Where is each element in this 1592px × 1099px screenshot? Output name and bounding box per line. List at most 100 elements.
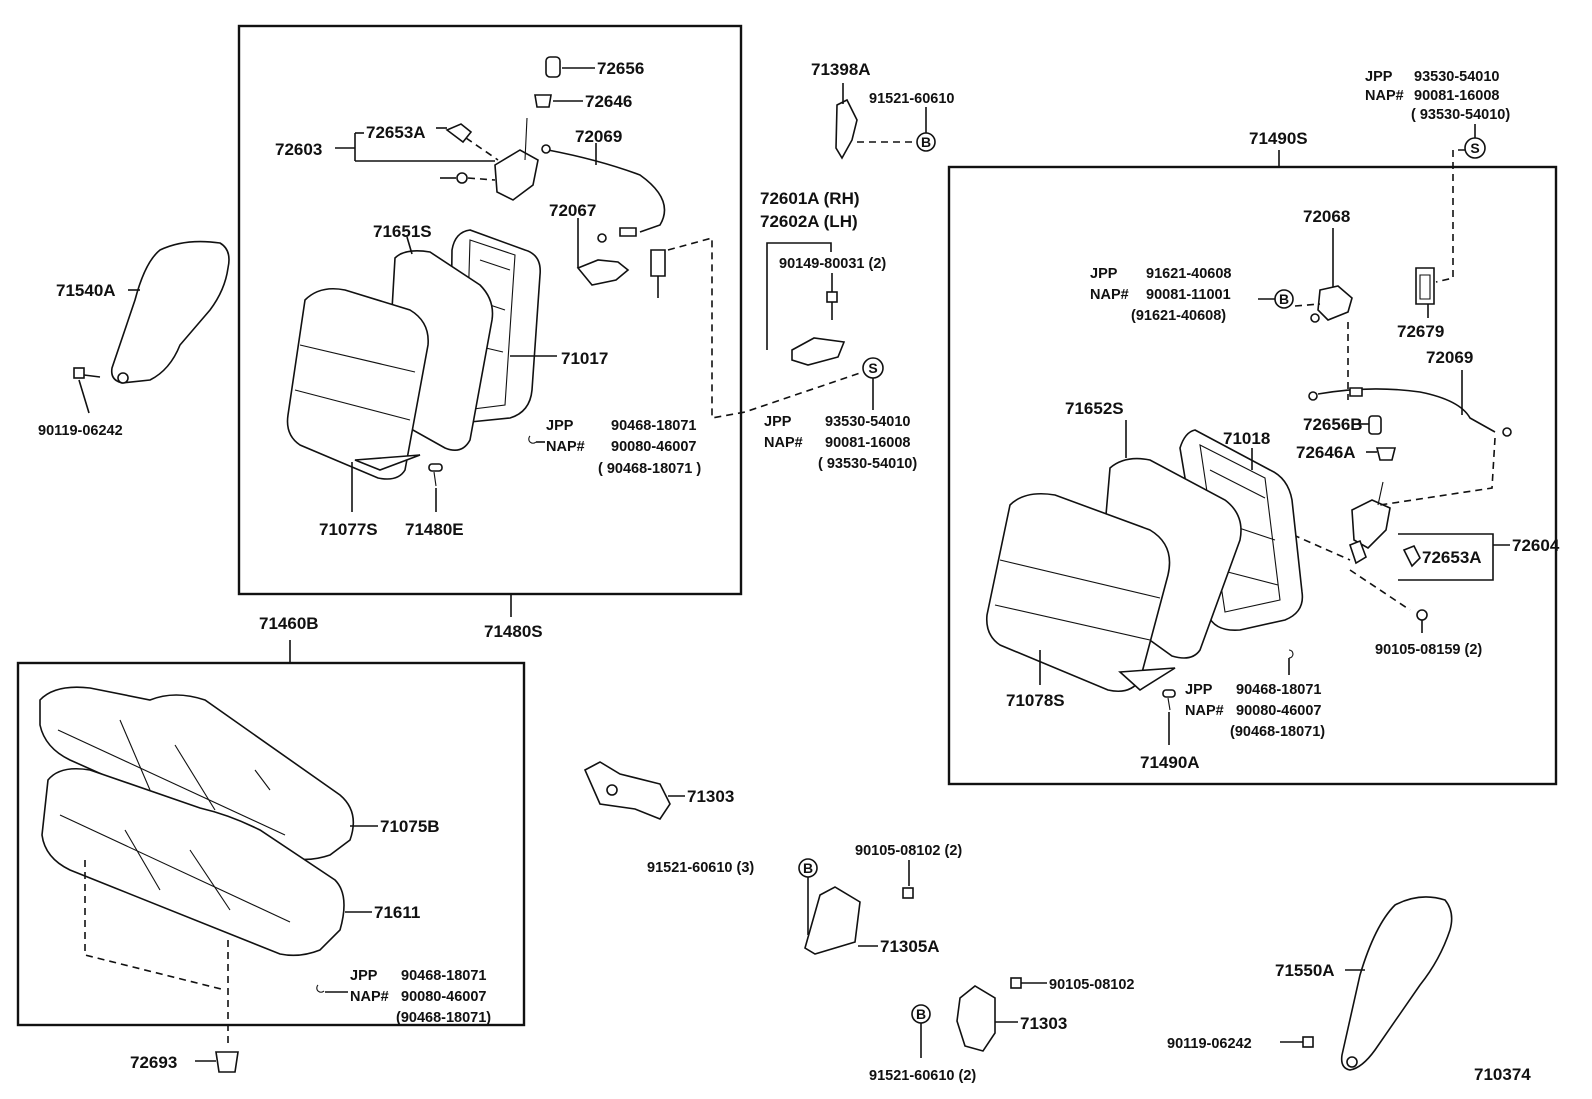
nap-mid-b: NAP# — [764, 435, 803, 451]
label-71651S: 71651S — [373, 222, 432, 241]
circle-b-r-label: B — [1279, 291, 1289, 307]
cap-72656-part — [545, 56, 595, 78]
label-71652S: 71652S — [1065, 399, 1124, 418]
armrest-71540A-part — [110, 240, 230, 384]
label-72679: 72679 — [1397, 322, 1444, 341]
rear-seat-cushion-box — [16, 661, 526, 1027]
label-71480S: 71480S — [484, 622, 543, 641]
jpp-lb: JPP — [350, 968, 378, 984]
label-71550A: 71550A — [1275, 961, 1335, 980]
label-72069-right: 72069 — [1426, 348, 1473, 367]
seatback-cover-71078S-part — [985, 492, 1176, 693]
label-90119-left: 90119-06242 — [38, 423, 123, 439]
rear-seatback-lh-box — [237, 24, 743, 596]
jpp-mid-a: JPP — [546, 418, 574, 434]
label-90149: 90149-80031 (2) — [779, 256, 886, 272]
lock-72601A-part — [791, 337, 846, 366]
bracket-71305A-part — [804, 886, 878, 955]
label-72656: 72656 — [597, 59, 644, 78]
label-91521-3: 91521-60610 (3) — [647, 860, 754, 876]
nap-lb-num: 90080-46007 — [401, 989, 486, 1005]
dashed-link-72679 — [1435, 149, 1465, 283]
nap-tr-num: 90081-16008 — [1414, 88, 1499, 104]
label-72601A: 72601A (RH) — [760, 189, 860, 208]
nap-lb: NAP# — [350, 989, 389, 1005]
circle-b-top-label: B — [921, 134, 931, 150]
label-72646: 72646 — [585, 92, 632, 111]
lock-72604-part — [1349, 481, 1421, 568]
lock-72068-part — [1310, 285, 1353, 323]
clip-part — [650, 249, 666, 277]
label-71490S: 71490S — [1249, 129, 1308, 148]
nap-mid-a-num: 90080-46007 — [611, 439, 696, 455]
nap-rb-num: 90080-46007 — [1236, 703, 1321, 719]
label-71490A: 71490A — [1140, 753, 1200, 772]
rear-seatback-rh-box — [947, 165, 1558, 786]
label-72646A: 72646A — [1296, 443, 1356, 462]
jpp-mid-a-num: 90468-18071 — [611, 418, 696, 434]
label-90105-08159: 90105-08159 (2) — [1375, 642, 1482, 658]
circle-s-mid-label: S — [868, 360, 877, 376]
jpp-rb: JPP — [1185, 682, 1213, 698]
label-72068: 72068 — [1303, 207, 1350, 226]
hook-mid-a — [528, 435, 537, 444]
label-71460B: 71460B — [259, 614, 319, 633]
jpp-mid-b: JPP — [764, 414, 792, 430]
link-72067-part — [576, 218, 630, 286]
label-72603: 72603 — [275, 140, 322, 159]
leader-72601A — [766, 242, 832, 350]
cushion-pad-71611-part — [41, 767, 372, 957]
clip-71480E-part — [428, 463, 443, 512]
bracket-72604 — [1398, 533, 1494, 581]
label-72693: 72693 — [130, 1053, 177, 1072]
circle-b-b2-label: B — [916, 1006, 926, 1022]
label-71075B: 71075B — [380, 817, 440, 836]
label-90105-08102: 90105-08102 — [1049, 977, 1134, 993]
cable-72069-top-part — [541, 143, 666, 243]
circle-b-b1-label: B — [803, 860, 813, 876]
nap-mid-b-num: 90081-16008 — [825, 435, 910, 451]
lock-72603-part — [440, 117, 539, 201]
nap-r: NAP# — [1090, 287, 1129, 303]
cap-72693-part — [195, 1051, 239, 1073]
circle-s-tr — [1464, 137, 1486, 159]
clip-71490A-part — [1162, 689, 1176, 745]
label-72604: 72604 — [1512, 536, 1560, 555]
label-72602A: 72602A (LH) — [760, 212, 858, 231]
label-72069-top: 72069 — [575, 127, 622, 146]
jpp-tr: JPP — [1365, 69, 1393, 85]
hinge-71303-bottom-part — [956, 985, 1018, 1052]
hinge-71303-top-part — [583, 761, 685, 820]
label-72067: 72067 — [549, 201, 596, 220]
nap-mid-a-alt: ( 90468-18071 ) — [598, 461, 701, 477]
label-71077S: 71077S — [319, 520, 378, 539]
label-71303-bottom: 71303 — [1020, 1014, 1067, 1033]
label-90105-08102-2: 90105-08102 (2) — [855, 843, 962, 859]
label-71078S: 71078S — [1006, 691, 1065, 710]
label-71480E: 71480E — [405, 520, 464, 539]
bolt-90119-left — [73, 367, 101, 414]
bracket-71398A-part — [835, 83, 917, 160]
label-71540A: 71540A — [56, 281, 116, 300]
label-72656B: 72656B — [1303, 415, 1363, 434]
seatback-cover-71077S-part — [286, 287, 429, 512]
cable-72069-right-part — [1308, 370, 1512, 437]
nap-rb: NAP# — [1185, 703, 1224, 719]
jpp-lb-num: 90468-18071 — [401, 968, 486, 984]
bolt-90149-part — [826, 273, 838, 320]
knob-72646A-part — [1375, 447, 1397, 461]
jpp-r: JPP — [1090, 266, 1118, 282]
hook-rb — [1288, 649, 1294, 659]
dashed-link-72603 — [667, 236, 864, 419]
label-710374: 710374 — [1474, 1065, 1531, 1084]
label-71303-top: 71303 — [687, 787, 734, 806]
cushion-cover-71075B-part — [39, 686, 378, 861]
bolt-90105-08159 — [1416, 609, 1428, 633]
label-71611: 71611 — [374, 903, 420, 922]
label-71305A: 71305A — [880, 937, 940, 956]
label-91521-top: 91521-60610 — [869, 91, 954, 107]
nap-r-alt: (91621-40608) — [1131, 308, 1226, 324]
nap-mid-a: NAP# — [546, 439, 585, 455]
